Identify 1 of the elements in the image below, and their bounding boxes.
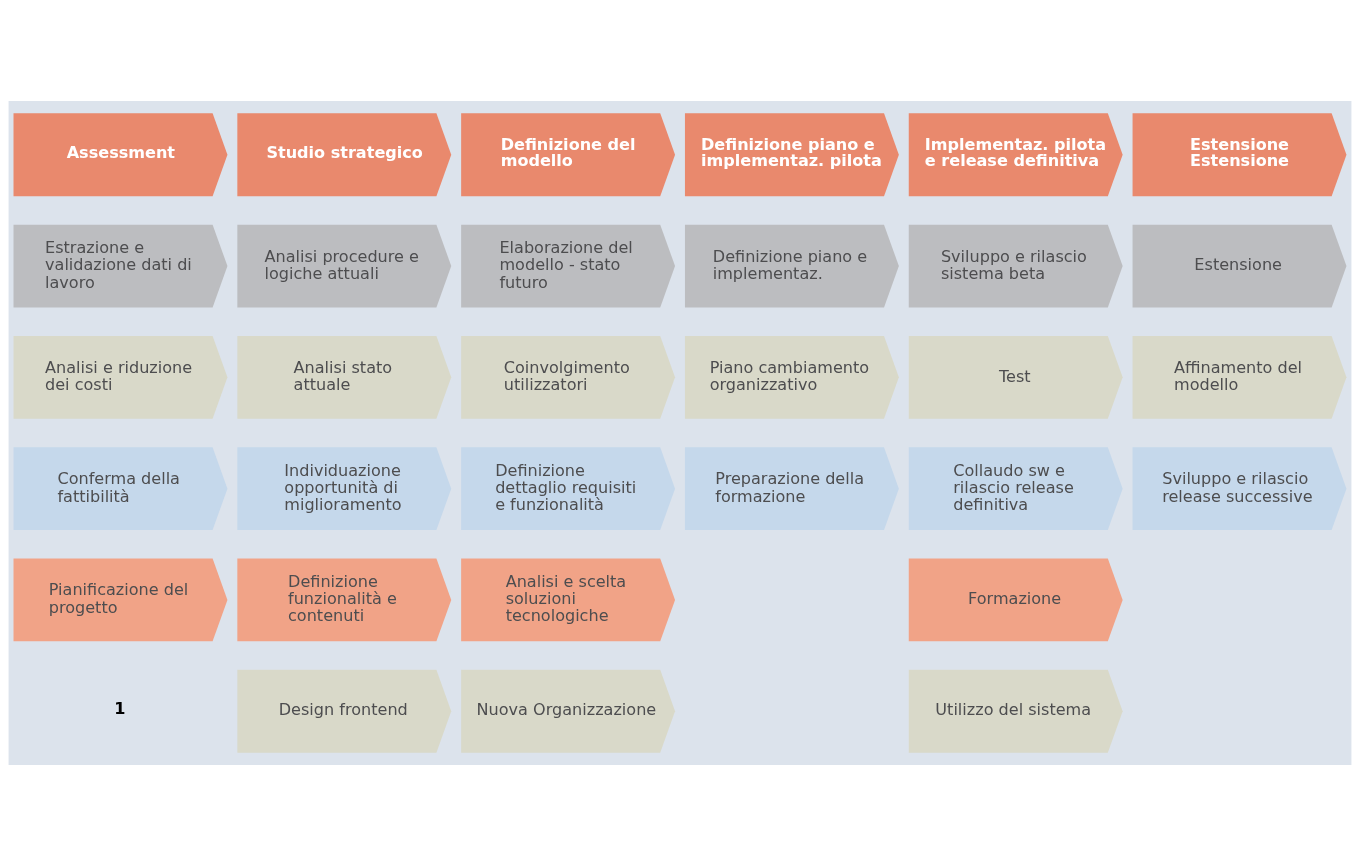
label: 1 xyxy=(114,698,126,718)
